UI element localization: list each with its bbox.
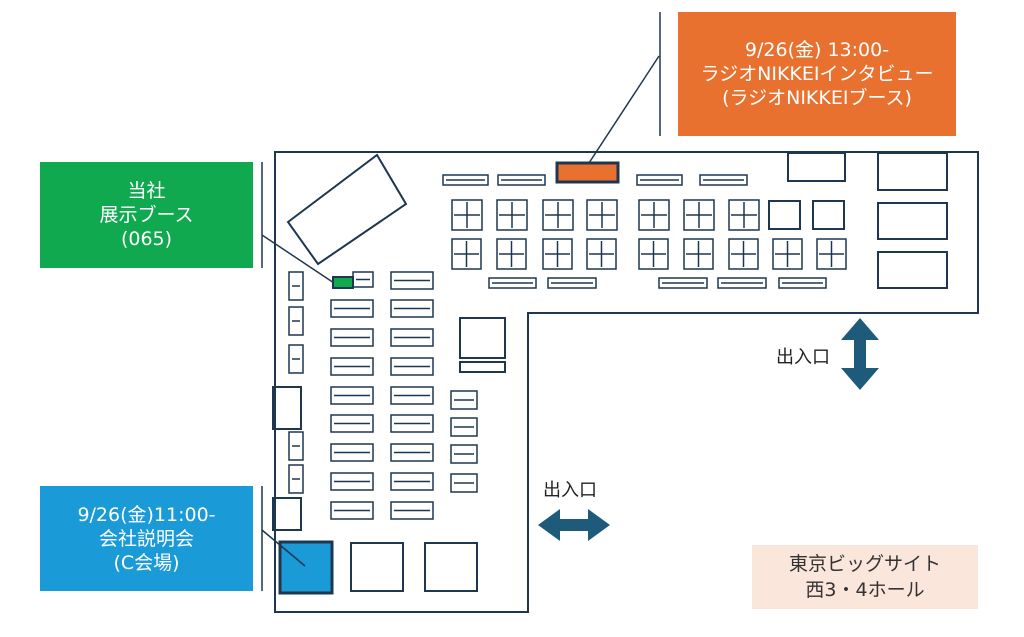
interview-callout: 9/26(金) 13:00- ラジオNIKKEIインタビュー (ラジオNIKKE… — [678, 12, 956, 136]
leader-line-seminar — [261, 529, 306, 567]
inner-block-strip — [459, 361, 506, 373]
own-booth-highlight — [332, 276, 354, 289]
hall-outline — [274, 151, 979, 613]
seminar-venue: (C会場) — [113, 551, 180, 574]
square-booth — [812, 200, 845, 230]
booth — [390, 271, 434, 290]
booth — [450, 473, 478, 493]
booth — [450, 444, 478, 464]
wall-booth — [272, 386, 302, 430]
large-booth — [877, 202, 948, 240]
booth — [330, 472, 374, 491]
booth — [390, 357, 434, 376]
seminar-callout: 9/26(金)11:00- 会社説明会 (C会場) — [40, 486, 253, 591]
interview-time: 9/26(金) 13:00- — [744, 39, 890, 61]
interview-booth-highlight — [555, 161, 620, 184]
wall-booth — [272, 497, 302, 531]
booth-cluster — [496, 238, 527, 270]
booth — [442, 174, 489, 186]
horizontal-double-arrow-icon — [538, 509, 610, 541]
leader-line-booth — [261, 234, 335, 284]
seminar-venue-highlight — [278, 540, 334, 595]
booth — [390, 443, 434, 462]
booth — [288, 464, 304, 494]
booth — [288, 344, 304, 374]
booth — [636, 174, 683, 186]
booth-cluster — [683, 238, 714, 270]
booth — [330, 501, 374, 520]
booth — [497, 174, 546, 186]
booth-cluster — [586, 238, 617, 270]
booth-cluster — [496, 199, 528, 231]
booth — [330, 299, 374, 318]
seminar-time: 9/26(金)11:00- — [77, 503, 216, 526]
booth-cluster — [542, 238, 573, 270]
booth-cluster — [638, 199, 670, 231]
large-booth — [877, 152, 948, 191]
inner-block — [459, 317, 506, 359]
seminar-title: 会社説明会 — [98, 527, 194, 550]
booth — [717, 277, 767, 289]
booth — [390, 299, 434, 318]
booth — [330, 414, 374, 433]
booth — [288, 431, 304, 461]
booth — [390, 386, 434, 405]
booth — [288, 306, 304, 336]
bottom-booth — [424, 542, 478, 592]
booth — [330, 386, 374, 405]
booth-cluster — [816, 238, 847, 270]
bottom-booth — [350, 542, 404, 592]
booth-callout: 当社 展示ブース (065) — [40, 162, 253, 268]
large-booth — [787, 152, 846, 182]
interview-title: ラジオNIKKEIインタビュー — [700, 63, 934, 85]
booth-cluster — [683, 199, 715, 231]
booth-company: 当社 — [127, 180, 166, 202]
vertical-double-arrow-icon — [841, 318, 879, 390]
booth — [778, 277, 827, 289]
booth-cluster — [728, 238, 759, 270]
interview-location: (ラジオNIKKEIブース) — [722, 87, 912, 109]
booth — [450, 417, 478, 437]
booth-cluster — [451, 238, 482, 270]
entrance-label-right: 出入口 — [776, 347, 830, 368]
leader-line-interview — [588, 55, 660, 164]
hall-label-bg — [752, 545, 978, 609]
booth — [288, 271, 304, 301]
booth — [330, 443, 374, 462]
booth-cluster — [451, 199, 483, 231]
booth-cluster — [772, 238, 803, 270]
booth — [450, 390, 478, 410]
booth — [390, 501, 434, 520]
booth — [390, 414, 434, 433]
booth — [699, 174, 748, 186]
hall-venue: 東京ビッグサイト — [788, 553, 941, 575]
booth-cluster — [728, 199, 760, 231]
entrance-label-bottom: 出入口 — [543, 480, 597, 501]
booth — [330, 328, 374, 347]
booth — [658, 277, 708, 289]
booth — [330, 357, 374, 376]
square-booth — [768, 200, 801, 230]
large-booth — [877, 251, 948, 289]
booth-cluster — [586, 199, 618, 231]
booth — [390, 328, 434, 347]
hall-name: 西3・4ホール — [805, 579, 925, 601]
booth — [547, 277, 597, 289]
booth-cluster — [542, 199, 574, 231]
booth-number: (065) — [120, 228, 173, 250]
booth-title: 展示ブース — [99, 204, 194, 226]
booth-cluster — [638, 238, 669, 270]
stage-block — [286, 153, 408, 266]
booth — [488, 277, 537, 289]
booth — [352, 271, 374, 288]
booth — [390, 472, 434, 491]
hall-label: 東京ビッグサイト 西3・4ホール — [752, 545, 978, 609]
